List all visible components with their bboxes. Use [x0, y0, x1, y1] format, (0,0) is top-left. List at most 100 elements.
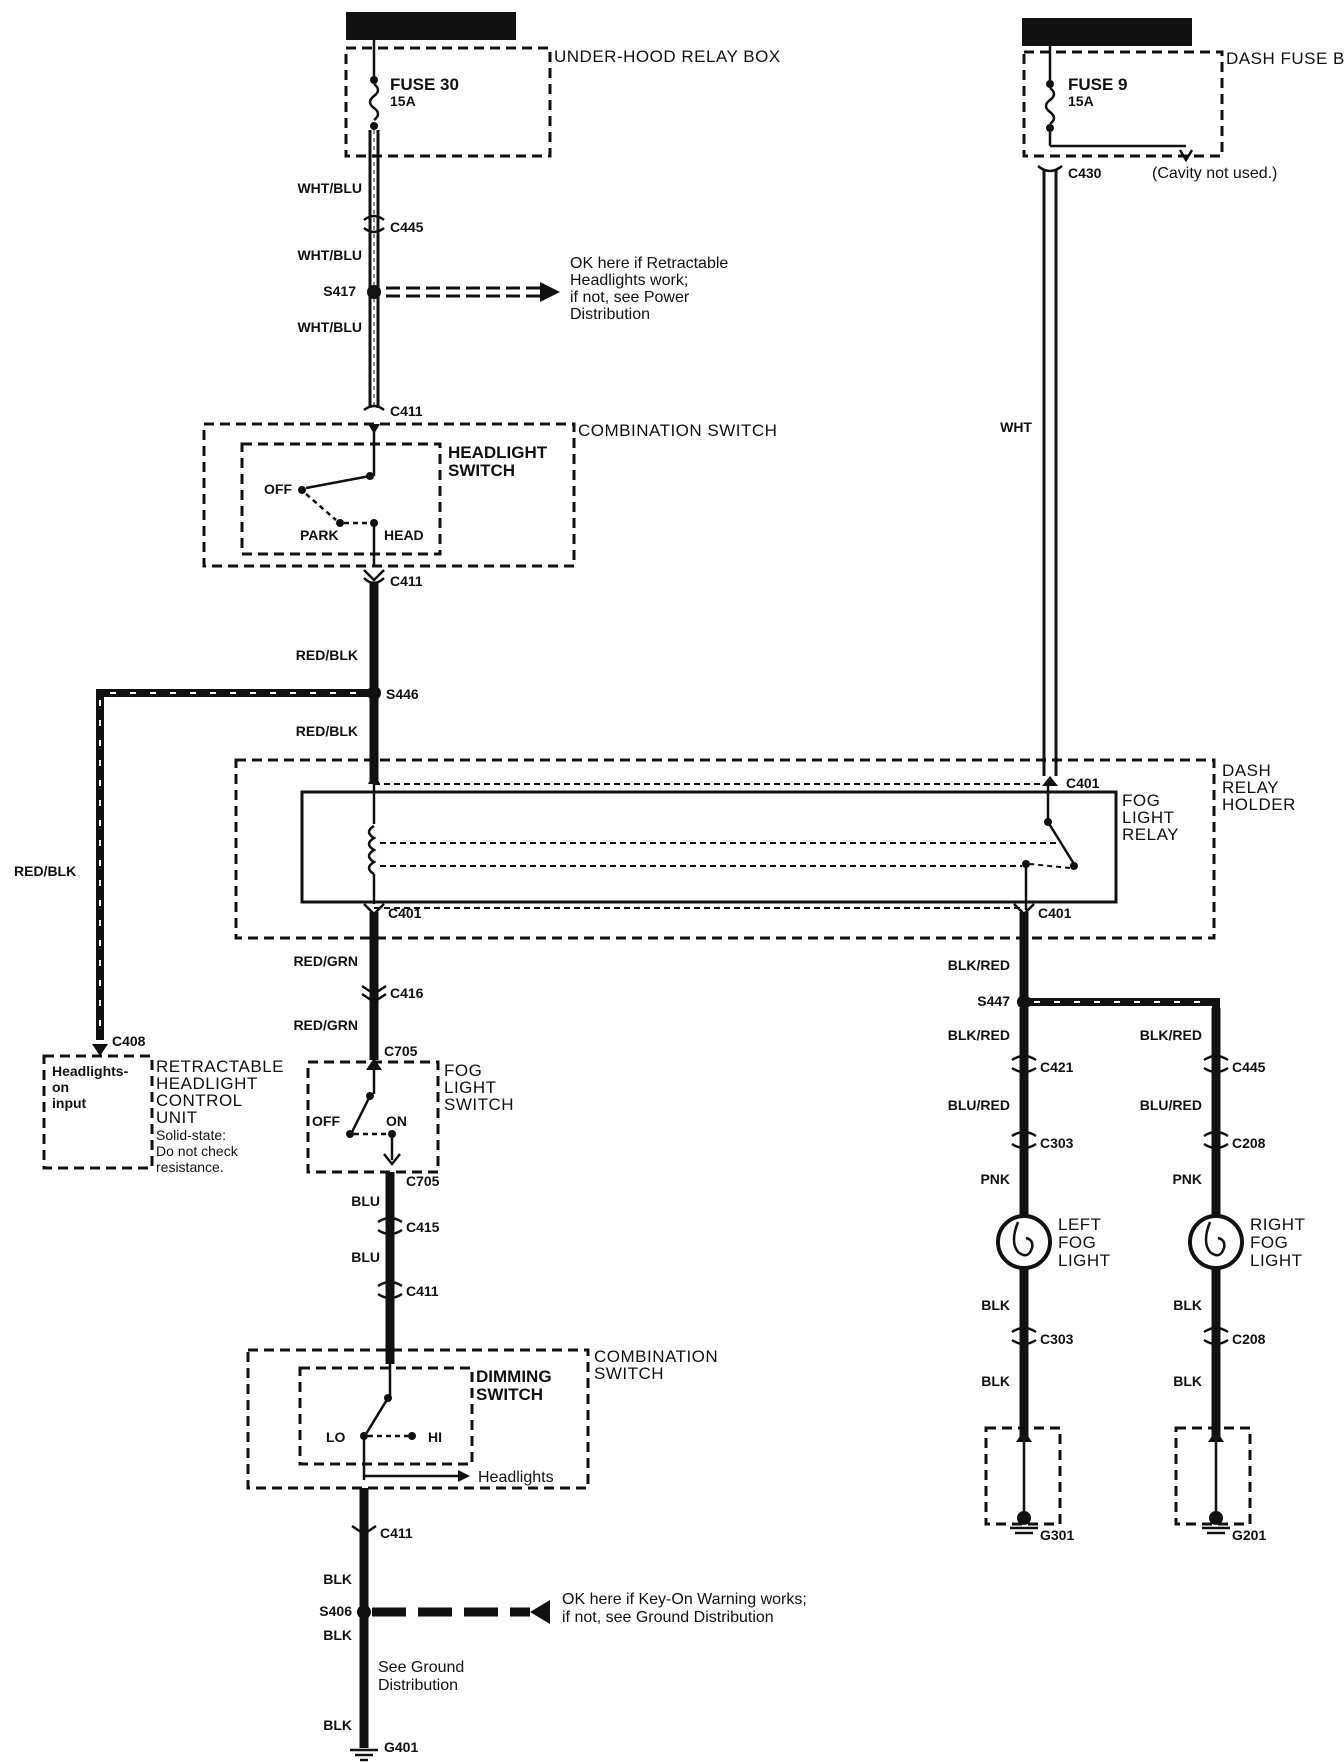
connector-c411-bottom	[351, 1524, 377, 1536]
fog-light-relay	[300, 790, 1118, 904]
svg-text:HOT AT ALL TIMES: HOT AT ALL TIMES	[367, 18, 495, 34]
connector-c303-bot	[1011, 1326, 1037, 1346]
fuse-30-amp: 15A	[390, 93, 416, 109]
red-blk-branch-wire	[96, 689, 374, 1040]
wire-label-blk-red-2: BLK/RED	[948, 1027, 1010, 1043]
wire-label-blk-red-1: BLK/RED	[948, 957, 1010, 973]
connector-c415	[377, 1216, 403, 1236]
connector-label-c303-top: C303	[1040, 1135, 1074, 1151]
right-fog-light-bulb-icon	[1188, 1214, 1244, 1270]
ground-label-g301: G301	[1040, 1527, 1074, 1543]
fog-switch-contacts	[346, 1058, 401, 1167]
wire-label-blk-1: BLK	[323, 1571, 352, 1587]
wire-label-red-blk-left: RED/BLK	[14, 863, 76, 879]
ground-label-g201: G201	[1232, 1527, 1266, 1543]
connector-label-c401-top: C401	[388, 905, 422, 921]
right-fog-light-label: RIGHT FOG LIGHT	[1250, 1215, 1310, 1270]
switch-pos-park: PARK	[300, 527, 339, 543]
fog-light-relay-label: FOG LIGHT RELAY	[1122, 791, 1180, 844]
dimming-switch-contacts	[360, 1364, 470, 1482]
fuse-9-label: FUSE 9	[1068, 75, 1128, 94]
svg-text:HOT AT ALL TIMES: HOT AT ALL TIMES	[1043, 24, 1171, 40]
connector-label-c411-bottom: C411	[380, 1525, 413, 1541]
connector-c411-mid	[363, 569, 385, 585]
fog-light-switch-label: FOG LIGHT SWITCH	[444, 1061, 514, 1114]
left-hot-at-all-times-label: HOT AT ALL TIMES	[346, 12, 516, 40]
wire-label-red-blk-1: RED/BLK	[296, 647, 358, 663]
connector-label-c416: C416	[390, 985, 424, 1001]
connector-c421	[1011, 1054, 1037, 1074]
dash-fuse-box	[1022, 50, 1224, 158]
switch-pos-off: OFF	[264, 481, 292, 497]
wire-label-blk-3: BLK	[323, 1717, 352, 1733]
connector-c416	[361, 984, 387, 1004]
combination-switch-top	[202, 422, 576, 568]
connector-label-c411-mid: C411	[390, 573, 423, 589]
fog-switch-pos-on: ON	[386, 1113, 407, 1129]
ground-g201-icon	[1202, 1511, 1230, 1535]
connector-label-c408: C408	[112, 1033, 146, 1049]
wire-label-blu-2: BLU	[351, 1249, 380, 1265]
connector-label-c411-top: C411	[390, 403, 423, 419]
wire-label-red-blk-2: RED/BLK	[296, 723, 358, 739]
dash-fuse-box-label: DASH FUSE BOX	[1226, 49, 1344, 68]
wht-blu-wire	[368, 130, 380, 408]
switch-pos-head: HEAD	[384, 527, 424, 543]
ground-g201-box	[1174, 1426, 1252, 1526]
connector-label-c445-right: C445	[1232, 1059, 1266, 1075]
ground-g401-icon	[350, 1748, 378, 1762]
wire-label-red-grn-2: RED/GRN	[293, 1017, 358, 1033]
relay-coil	[367, 772, 1060, 909]
wire-label-wht: WHT	[1000, 419, 1032, 435]
connector-c411-low	[377, 1280, 403, 1300]
wire-label-wht-blu-2: WHT/BLU	[297, 247, 362, 263]
retract-unit-label: RETRACTABLE HEADLIGHT CONTROL UNIT	[156, 1057, 289, 1127]
combination-switch-bottom	[246, 1348, 590, 1490]
underhood-relay-box-label: UNDER-HOOD RELAY BOX	[554, 47, 781, 66]
wire-label-blu-red-2: BLU/RED	[1140, 1097, 1202, 1113]
splice-label-s446: S446	[386, 686, 419, 702]
fuse-9	[1044, 46, 1194, 163]
retract-input-label: Headlights- on input	[52, 1063, 132, 1111]
dimming-switch-box	[298, 1366, 474, 1466]
connector-label-c415: C415	[406, 1219, 440, 1235]
connector-label-c303-bot: C303	[1040, 1331, 1074, 1347]
ground-g301-icon	[1010, 1511, 1038, 1535]
connector-label-c421: C421	[1040, 1059, 1074, 1075]
dimming-pos-hi: HI	[428, 1429, 442, 1445]
fuse-30	[368, 40, 380, 130]
wire-label-blk-red-3: BLK/RED	[1140, 1027, 1202, 1043]
connector-c445-right	[1203, 1054, 1229, 1074]
wire-label-blu-1: BLU	[351, 1193, 380, 1209]
wire-label-red-grn-1: RED/GRN	[293, 953, 358, 969]
headlight-switch-label-1: HEADLIGHT	[448, 443, 548, 462]
see-ground-note: See Ground Distribution	[378, 1659, 469, 1694]
keyon-note: OK here if Key-On Warning works; if not,…	[562, 1591, 811, 1626]
headlight-switch-box	[240, 442, 442, 556]
dimming-switch-label-1: DIMMING	[476, 1367, 552, 1386]
connector-label-c411-low: C411	[406, 1283, 439, 1299]
retractable-control-unit-box	[42, 1054, 154, 1170]
connector-c303-top	[1011, 1130, 1037, 1150]
dash-relay-holder	[234, 758, 1216, 940]
connector-label-c705-top: C705	[384, 1043, 418, 1059]
cavity-note: (Cavity not used.)	[1152, 165, 1277, 182]
connector-label-c401-right: C401	[1066, 775, 1100, 791]
connector-label-c208-bot: C208	[1232, 1331, 1266, 1347]
dash-relay-holder-label: DASH RELAY HOLDER	[1222, 761, 1296, 814]
relay-contacts	[1022, 784, 1078, 910]
splice-label-s406: S406	[319, 1603, 352, 1619]
dimming-switch-label-2: SWITCH	[476, 1385, 543, 1404]
splice-s406	[357, 1605, 371, 1619]
wire-label-blk-l1: BLK	[981, 1297, 1010, 1313]
wire-label-blk-r2: BLK	[1173, 1373, 1202, 1389]
s417-dashed-arrow	[386, 282, 560, 302]
wire-label-pnk-1: PNK	[980, 1171, 1010, 1187]
retract-unit-note: Solid-state: Do not check resistance.	[156, 1127, 242, 1175]
connector-label-c445-top: C445	[390, 219, 424, 235]
connector-label-c401-bottom: C401	[1038, 905, 1072, 921]
right-hot-at-all-times-label: HOT AT ALL TIMES	[1022, 18, 1192, 46]
left-fog-light-bulb-icon	[996, 1214, 1052, 1270]
connector-c208-top	[1203, 1130, 1229, 1150]
